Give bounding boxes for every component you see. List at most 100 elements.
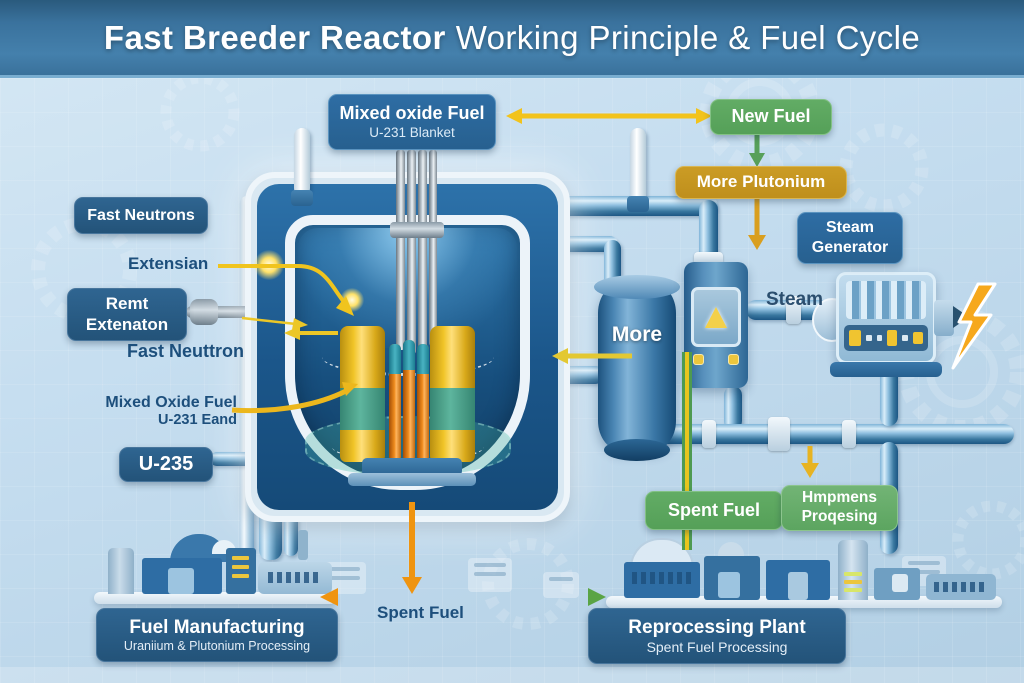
building-windows [934, 582, 988, 592]
hmpmens-progesing-box: Hmpmens Proqesing [781, 485, 898, 531]
fuel-rod-cap [389, 344, 401, 374]
building-door [168, 568, 194, 594]
building-window [892, 574, 908, 592]
mixed-oxide-fuel-title: Mixed oxide Fuel [339, 102, 485, 123]
building-window [232, 574, 249, 578]
reprocessing-plant-title: Reprocessing Plant [628, 616, 806, 638]
fuel-manufacturing-subtitle: Uraniium & Plutonium Processing [123, 638, 311, 653]
steam-generator-line2: Generator [811, 239, 889, 256]
generator-fins [846, 281, 926, 319]
fuel-blanket-newfuel-arrow [506, 108, 712, 124]
indicator-light [866, 335, 872, 341]
pump-flange [694, 252, 723, 265]
reprocessing-plant-subtitle: Spent Fuel Processing [646, 639, 788, 656]
triangle-indicator-icon [705, 306, 727, 328]
building-window [232, 565, 249, 569]
silo-light [844, 580, 862, 584]
hmpmens-line1: Hmpmens [802, 489, 877, 507]
building [226, 548, 256, 594]
core-pedestal [362, 458, 462, 476]
u235-box: U-235 [119, 447, 213, 482]
turbine-generator [836, 272, 936, 364]
building-windows [268, 572, 322, 583]
mixed-oxide-left-line1: Mixed Oxide Fuel [105, 394, 237, 411]
fuel-rod [403, 340, 415, 460]
building-dome [718, 542, 744, 558]
generator-nozzle [934, 300, 954, 336]
fuel-manufacturing-box: Fuel Manufacturing Uraniium & Plutonium … [96, 608, 338, 662]
building [108, 548, 134, 594]
indicator-light [693, 354, 704, 365]
control-rod-collar [390, 222, 444, 238]
building-windows [632, 572, 692, 584]
remt-extenaton-box: Remt Extenaton [67, 288, 187, 341]
canister-band [430, 388, 475, 430]
fuel-rod-cap [403, 340, 415, 370]
pipe-coupling [768, 417, 790, 451]
breeder-blanket-canister [430, 326, 475, 462]
pump-panel [691, 287, 741, 347]
indicator-light [728, 354, 739, 365]
pipe-coupling [702, 420, 716, 448]
mixed-oxide-left-line2: U-231 Eand [158, 412, 237, 428]
control-rod [429, 150, 437, 346]
silo-light [844, 588, 862, 592]
pipe-coupling [842, 420, 856, 448]
more-plutonium-box: More Plutonium [675, 166, 847, 199]
reprocessing-plant [606, 534, 1008, 612]
fast-neutrons-box: Fast Neutrons [74, 197, 208, 234]
steam-label: Steam [766, 289, 824, 310]
core-base [348, 473, 476, 486]
mixed-oxide-fuel-box: Mixed oxide Fuel U-231 Blanket [328, 94, 496, 150]
reprocessing-plant-box: Reprocessing Plant Spent Fuel Processing [588, 608, 846, 664]
more-vessel-label: More [611, 323, 663, 346]
control-rod [418, 150, 427, 350]
canister-band [340, 388, 385, 430]
indicator-light [912, 332, 923, 344]
new-fuel-label: New Fuel [731, 106, 811, 127]
lightning-bolt-icon [951, 282, 997, 370]
indicator-light [902, 335, 908, 341]
extenaton-label: Extenaton [85, 314, 169, 334]
faint-document-icon [543, 572, 579, 598]
fast-neuttron-label: Fast Neuttron [127, 341, 244, 361]
vessel-base [604, 439, 670, 461]
pipe-clamp [627, 196, 649, 212]
pipe [630, 128, 646, 202]
u231-blanket-subtitle: U-231 Blanket [369, 124, 455, 140]
mixed-oxide-left-label: Mixed Oxide Fuel U-231 Eand [99, 394, 237, 428]
fuel-rod-cap [417, 344, 429, 374]
pipe-coupling [786, 296, 801, 324]
new-fuel-box: New Fuel [710, 99, 832, 135]
pipe [652, 424, 1014, 444]
u235-label: U-235 [138, 453, 194, 476]
control-rod [396, 150, 405, 350]
plutonium-down-arrow [748, 199, 766, 250]
control-rod [407, 150, 416, 354]
connector-cap [190, 299, 218, 325]
spent-fuel-box-label: Spent Fuel [667, 499, 760, 520]
hmpmens-line2: Proqesing [801, 508, 878, 525]
breeder-blanket-canister [340, 326, 385, 462]
indicator-light [876, 335, 882, 341]
more-plutonium-label: More Plutonium [696, 172, 826, 192]
fuel-rod [389, 344, 401, 460]
generator-control-strip [844, 325, 928, 351]
fast-neutrons-label: Fast Neutrons [87, 206, 195, 224]
generator-base [830, 362, 942, 377]
indicator-light [886, 330, 898, 346]
building-door [718, 572, 740, 598]
spent-fuel-box: Spent Fuel [645, 491, 783, 530]
sparkle [254, 250, 284, 280]
bottom-light-band [0, 667, 1024, 683]
extensian-label: Extensian [128, 254, 209, 273]
coolant-pump [684, 262, 748, 388]
pipe [294, 128, 310, 196]
chimney [298, 530, 308, 560]
processing-down-arrow [801, 446, 819, 478]
remt-label: Remt [105, 293, 149, 313]
fuel-rod [417, 344, 429, 460]
